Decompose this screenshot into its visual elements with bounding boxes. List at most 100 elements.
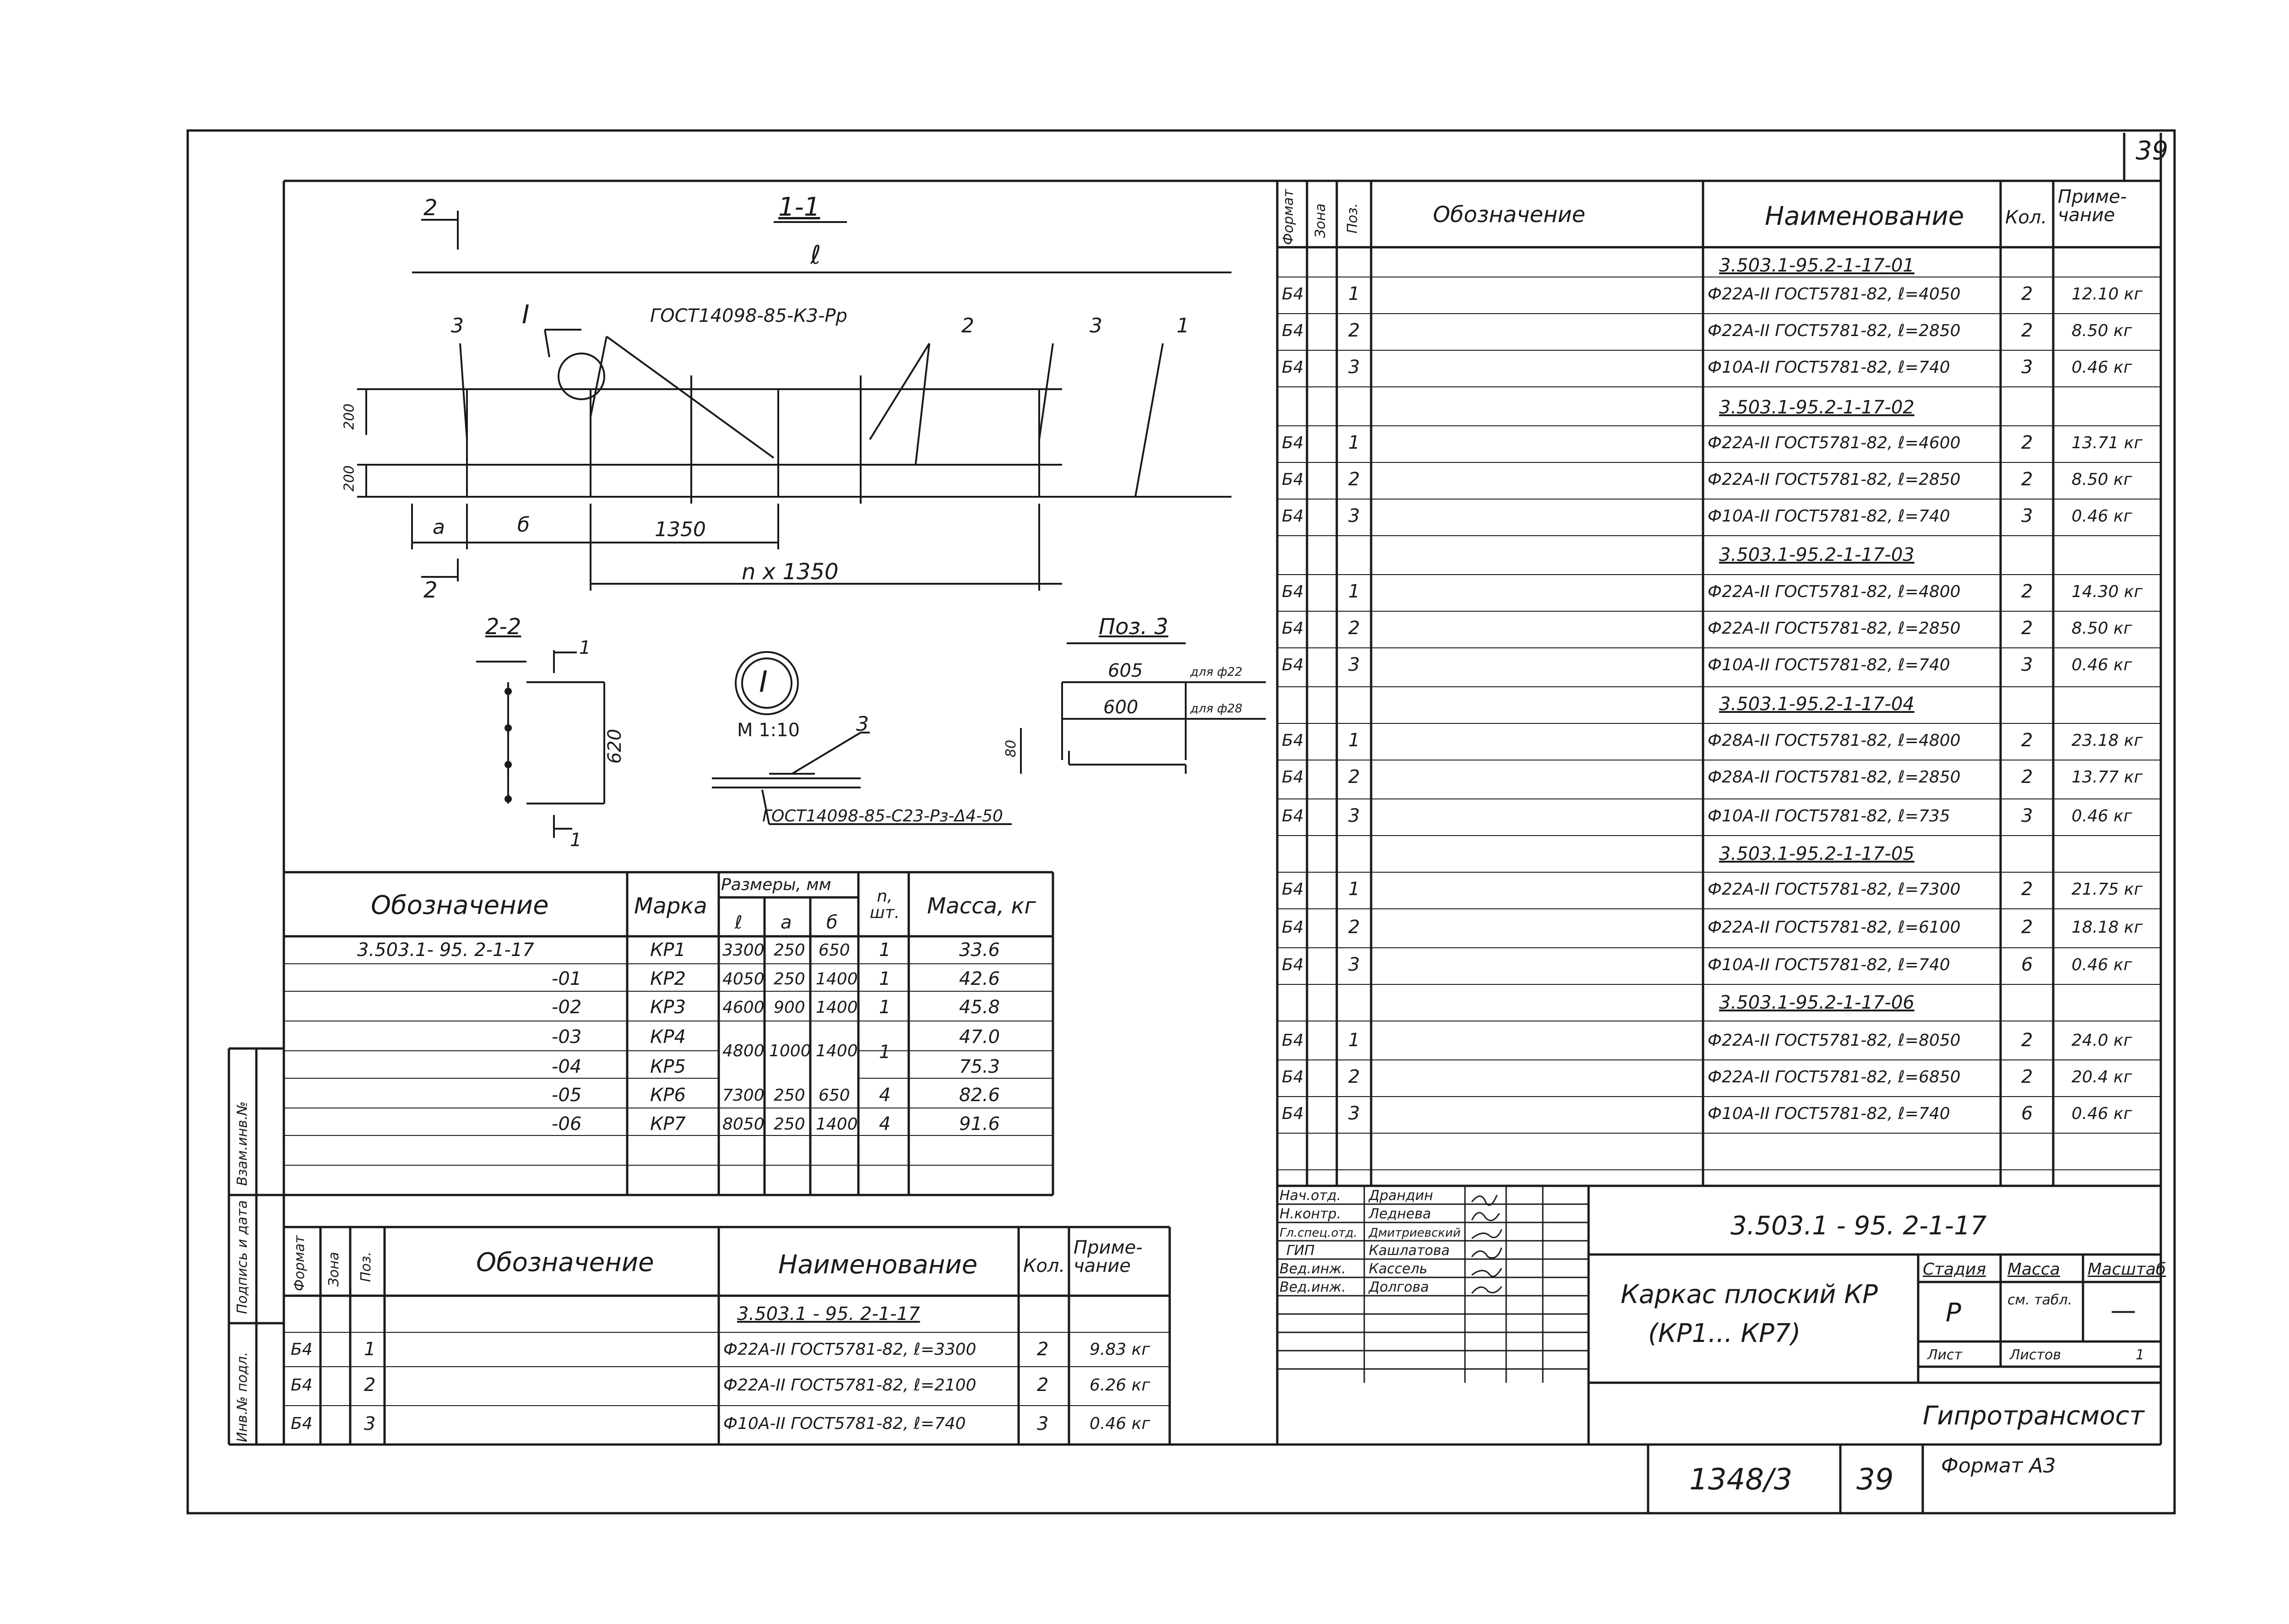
marks-l: 8050: [722, 1115, 765, 1134]
right-group-label: 3.503.1-95.2-1-17-01: [1719, 255, 1915, 276]
marks-mass: 82.6: [959, 1085, 1000, 1106]
right-qty: 2: [2021, 283, 2033, 304]
signature-role: Н.контр.: [1280, 1206, 1341, 1222]
right-fmt: Б4: [1282, 1031, 1304, 1050]
right-note: 8.50 кг: [2072, 619, 2132, 638]
dim-1350-label: 1350: [655, 518, 706, 541]
marks-a: 250: [774, 1115, 805, 1134]
mass-header: Масса: [2007, 1260, 2060, 1279]
cut-mark-1-bottom: 1: [570, 830, 582, 851]
right-name: Ф22А-II ГОСТ5781-82, ℓ=6100: [1708, 918, 1961, 937]
node-pos-3-label: 3: [856, 712, 869, 736]
bottom-col-format: Формат: [292, 1235, 308, 1291]
marks-mark: КР1: [650, 940, 686, 961]
right-name: Ф10А-II ГОСТ5781-82, ℓ=740: [1708, 656, 1950, 674]
right-qty: 6: [2021, 954, 2033, 975]
marks-col-sizes: Размеры, мм: [721, 875, 831, 894]
poz3-title: Поз. 3: [1099, 614, 1169, 640]
side-stamp-signature: Подпись и дата: [234, 1200, 250, 1314]
dim-200-top: 200: [341, 403, 358, 430]
section-1-1-drawing: [357, 211, 1231, 591]
right-pos: 2: [1348, 618, 1360, 639]
marks-col-l: ℓ: [735, 912, 743, 933]
right-note: 12.10 кг: [2072, 285, 2143, 304]
stage-header: Стадия: [1923, 1260, 1986, 1279]
marks-mark: КР7: [650, 1113, 686, 1135]
right-pos: 3: [1348, 654, 1360, 675]
right-name: Ф10А-II ГОСТ5781-82, ℓ=740: [1708, 1104, 1950, 1123]
bottom-name: Ф22А-II ГОСТ5781-82, ℓ=2100: [723, 1376, 976, 1395]
right-note: 13.77 кг: [2072, 768, 2143, 787]
right-pos: 1: [1348, 581, 1360, 602]
bottom-col-pos: Поз.: [358, 1251, 374, 1282]
right-note: 0.46 кг: [2072, 358, 2132, 377]
right-name: Ф22А-II ГОСТ5781-82, ℓ=2850: [1708, 321, 1961, 340]
right-note: 21.75 кг: [2072, 880, 2143, 899]
right-fmt: Б4: [1282, 1068, 1304, 1086]
right-group-label: 3.503.1-95.2-1-17-06: [1719, 992, 1915, 1013]
marks-a: 1000: [769, 1042, 811, 1060]
right-fmt: Б4: [1282, 321, 1304, 340]
signature-role: Вед.инж.: [1280, 1261, 1346, 1277]
node-mark-label: I: [522, 300, 530, 330]
right-fmt: Б4: [1282, 285, 1304, 304]
pos-3-label-right: 3: [1090, 314, 1102, 337]
marks-designation: -06: [552, 1113, 582, 1135]
right-fmt: Б4: [1282, 582, 1304, 601]
drawing-title-line2: (КР1... КР7): [1648, 1319, 1801, 1348]
right-pos: 2: [1348, 917, 1360, 938]
poz3-dim-605: 605: [1108, 660, 1143, 681]
right-fmt: Б4: [1282, 656, 1304, 674]
right-col-format: Формат: [1280, 189, 1296, 245]
marks-col-mark: Марка: [634, 893, 707, 919]
right-name: Ф10А-II ГОСТ5781-82, ℓ=740: [1708, 507, 1950, 526]
marks-a: 900: [774, 998, 805, 1017]
right-fmt: Б4: [1282, 358, 1304, 377]
right-fmt: Б4: [1282, 470, 1304, 489]
marks-b: 1400: [816, 1115, 858, 1134]
bottom-col-note: Приме-чание: [1074, 1237, 1143, 1276]
node-scale-label: М 1:10: [737, 720, 800, 741]
format-label: Формат А3: [1941, 1454, 2056, 1477]
bottom-note: 9.83 кг: [1090, 1340, 1150, 1359]
weld-note2-label: ГОСТ14098-85-С23-Рз-Δ4-50: [762, 807, 1003, 826]
right-qty: 2: [2021, 1066, 2033, 1087]
right-qty: 6: [2021, 1103, 2033, 1124]
marks-col-b: б: [826, 912, 838, 933]
marks-col-mass: Масса, кг: [927, 893, 1036, 919]
dim-b-label: б: [517, 513, 530, 537]
right-qty: 2: [2021, 469, 2033, 490]
section-2-2-drawing: [476, 642, 1266, 838]
drawing-title-line1: Каркас плоский КР: [1621, 1280, 1878, 1309]
right-col-name: Наименование: [1765, 201, 1964, 231]
scale-value: —: [2110, 1296, 2136, 1325]
marks-a: 250: [774, 970, 805, 989]
marks-col-a: а: [781, 912, 792, 933]
signature-name: Драндин: [1369, 1188, 1433, 1204]
right-fmt: Б4: [1282, 956, 1304, 974]
right-name: Ф10А-II ГОСТ5781-82, ℓ=735: [1708, 807, 1950, 826]
right-qty: 3: [2021, 805, 2033, 826]
signature-name: Кассель: [1369, 1261, 1427, 1277]
right-pos: 1: [1348, 879, 1360, 900]
bottom-fmt: Б4: [291, 1376, 313, 1395]
marks-mass: 75.3: [959, 1056, 1000, 1077]
right-group-label: 3.503.1-95.2-1-17-02: [1719, 397, 1915, 418]
right-name: Ф10А-II ГОСТ5781-82, ℓ=740: [1708, 358, 1950, 377]
right-pos: 1: [1348, 730, 1360, 751]
right-name: Ф22А-II ГОСТ5781-82, ℓ=4050: [1708, 285, 1961, 304]
right-note: 8.50 кг: [2072, 321, 2132, 340]
marks-n: 4: [879, 1085, 891, 1106]
marks-n: 4: [879, 1113, 891, 1135]
cut-mark-1-top: 1: [579, 637, 591, 658]
marks-mark: КР6: [650, 1085, 686, 1106]
signature-name: Леднева: [1369, 1206, 1431, 1222]
signature-role: Вед.инж.: [1280, 1279, 1346, 1295]
marks-b: 1400: [816, 1042, 858, 1060]
right-fmt: Б4: [1282, 1104, 1304, 1123]
bottom-col-qty: Кол.: [1023, 1255, 1065, 1276]
marks-b: 1400: [816, 970, 858, 989]
right-group-label: 3.503.1-95.2-1-17-04: [1719, 694, 1915, 715]
right-note: 24.0 кг: [2072, 1031, 2132, 1050]
